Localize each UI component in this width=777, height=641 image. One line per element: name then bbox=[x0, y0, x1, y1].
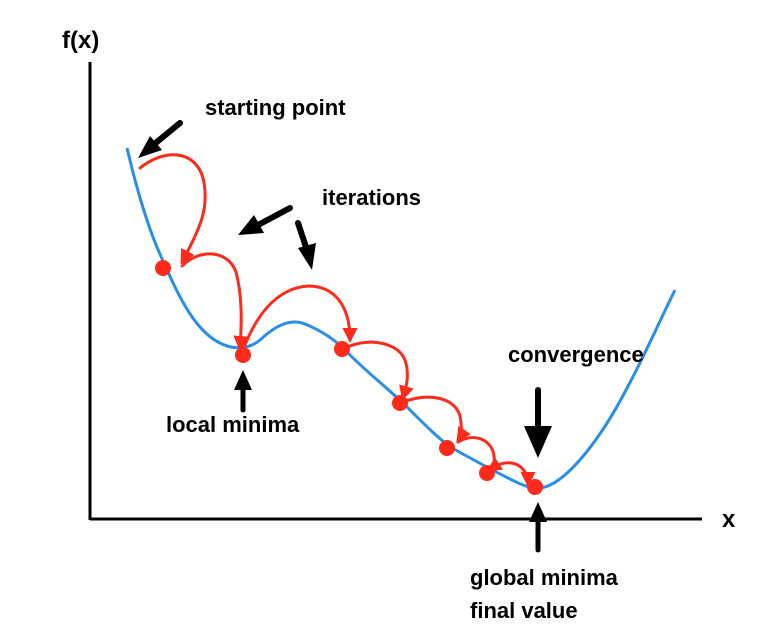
arrow-pointer-icon bbox=[524, 387, 552, 458]
iteration-arrow bbox=[401, 395, 471, 443]
cost-curve bbox=[125, 147, 677, 490]
iteration-points bbox=[155, 260, 543, 495]
y-axis-label: f(x) bbox=[62, 27, 99, 54]
x-axis-label: x bbox=[722, 506, 736, 533]
iteration-point bbox=[155, 260, 171, 276]
iteration-arrow bbox=[348, 340, 414, 401]
arrow-pointer-icon bbox=[234, 370, 252, 413]
iteration-point bbox=[479, 465, 495, 481]
final-value-label: final value bbox=[470, 598, 578, 623]
arrow-pointer-icon bbox=[529, 502, 547, 553]
global-minima-label: global minima bbox=[470, 565, 619, 590]
iteration-point bbox=[392, 395, 408, 411]
annotation-arrows bbox=[138, 120, 552, 553]
local-minima-label: local minima bbox=[166, 412, 300, 437]
iteration-arrow bbox=[241, 284, 358, 352]
convergence-label: convergence bbox=[508, 342, 644, 367]
iterations-label: iterations bbox=[322, 185, 421, 210]
arrow-pointer-icon bbox=[138, 120, 183, 158]
iteration-arrow bbox=[488, 461, 536, 487]
iteration-point bbox=[439, 440, 455, 456]
iteration-arrows bbox=[138, 153, 536, 487]
iteration-arrow bbox=[138, 153, 207, 265]
arrow-pointer-icon bbox=[295, 220, 316, 270]
global-minima-point bbox=[527, 479, 543, 495]
iteration-arrow bbox=[180, 252, 249, 351]
arrow-pointer-icon bbox=[238, 205, 293, 235]
iteration-point bbox=[334, 341, 350, 357]
starting-point-label: starting point bbox=[205, 95, 346, 120]
local-minima-point bbox=[235, 347, 251, 363]
